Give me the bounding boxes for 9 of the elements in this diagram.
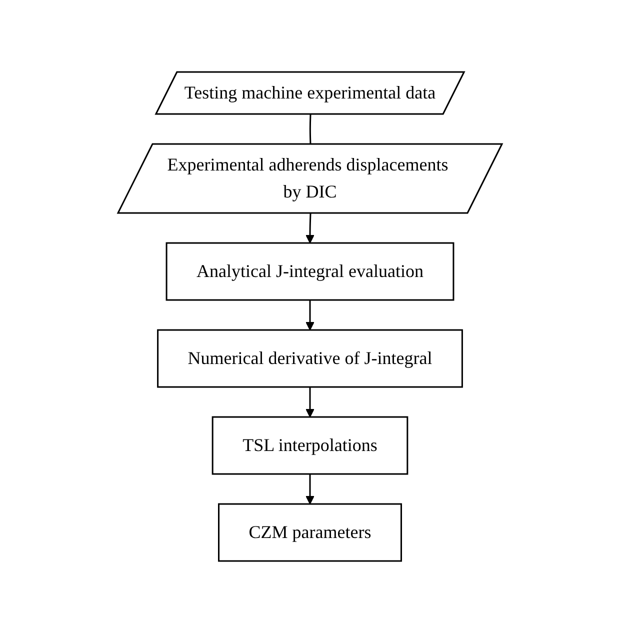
arrow — [306, 474, 314, 504]
arrow — [306, 300, 314, 330]
arrow — [306, 386, 314, 417]
node-box: Numerical derivative of J-integral — [157, 328, 463, 388]
node-box: TSL interpolations — [212, 416, 408, 474]
node-box: Analytical J-integral evaluation — [166, 242, 454, 300]
arrow — [306, 212, 314, 243]
connector — [309, 114, 312, 144]
node-box: CZM parameters — [218, 502, 402, 562]
